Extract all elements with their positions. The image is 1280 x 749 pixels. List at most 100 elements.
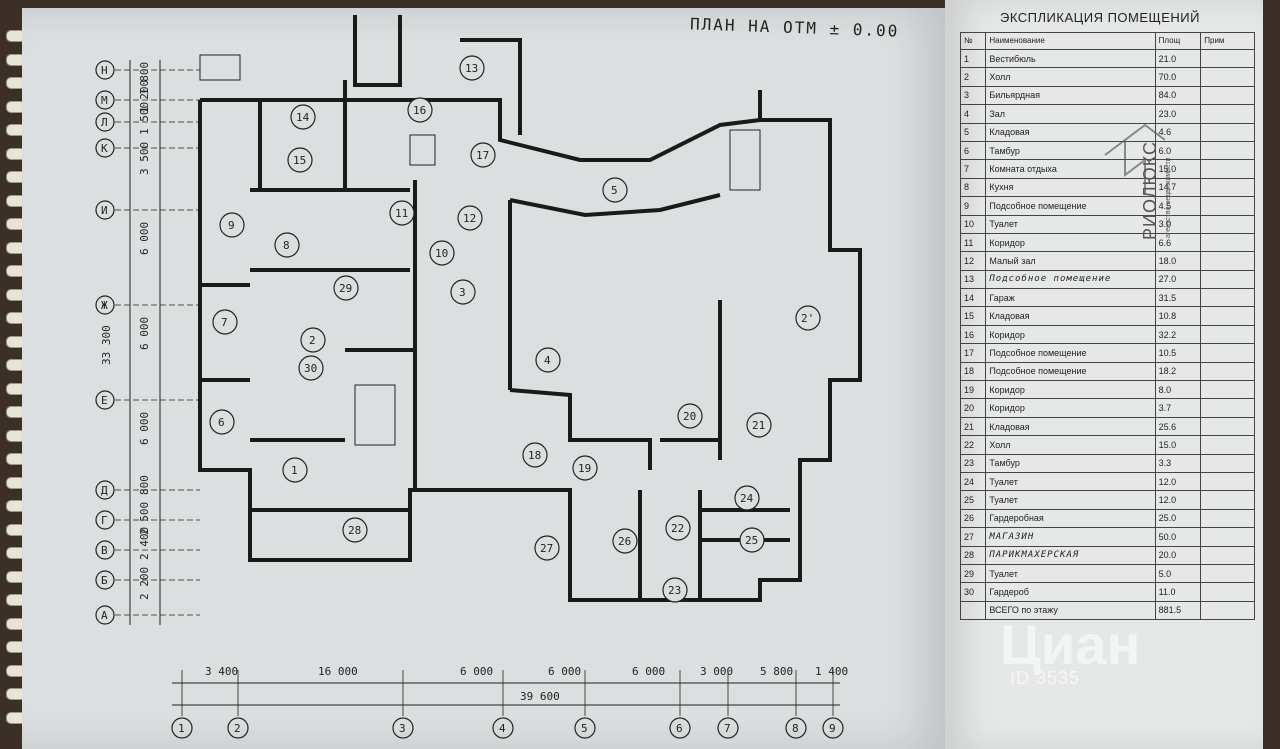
room-number-bubble <box>212 309 238 335</box>
row-dimension: 1 500 <box>138 102 151 135</box>
cell-no: 24 <box>959 471 987 492</box>
room-number: 23 <box>668 584 681 597</box>
cell-note <box>1200 563 1255 584</box>
room-number: 26 <box>618 535 631 548</box>
column-axis-label: 2 <box>234 722 241 735</box>
row-axis-label: И <box>101 204 108 217</box>
floor-plan-page <box>22 8 952 749</box>
cell-note <box>1200 490 1255 510</box>
column-axis-label: 8 <box>792 722 799 735</box>
cell-name: Гардеробная <box>985 508 1156 529</box>
room-number-bubble <box>662 577 688 603</box>
room-number: 27 <box>540 542 553 555</box>
cell-no: 28 <box>959 545 987 565</box>
header-note: Прим <box>1200 32 1255 50</box>
cell-no: 15 <box>959 306 987 326</box>
cell-note <box>1200 140 1255 161</box>
total-label: ВСЕГО по этажу <box>985 600 1156 621</box>
cell-name: Гараж <box>985 288 1156 308</box>
spiral-binding <box>6 30 28 740</box>
column-dimension: 3 000 <box>700 665 733 678</box>
room-number: 28 <box>348 524 361 537</box>
cell-no: 4 <box>959 104 987 124</box>
column-axis-label: 9 <box>829 722 836 735</box>
cell-name: Малый зал <box>985 251 1156 271</box>
cell-no: 26 <box>959 508 987 529</box>
cell-note <box>1200 306 1255 326</box>
cell-no: 23 <box>959 453 987 473</box>
column-dimension: 6 000 <box>460 665 493 678</box>
header-name: Наименование <box>985 32 1156 50</box>
cell-area: 12.0 <box>1154 471 1202 492</box>
cell-note <box>1200 508 1255 529</box>
header-no: № <box>959 32 987 50</box>
row-axis-label: Л <box>101 116 108 129</box>
room-number-bubble <box>450 279 476 305</box>
column-axis-label: 1 <box>178 722 185 735</box>
room-number-bubble <box>602 177 628 203</box>
column-dimension: 6 000 <box>632 665 665 678</box>
row-dimension: 2 500 <box>138 502 151 535</box>
cell-note <box>1200 435 1255 455</box>
cell-name: Холл <box>985 67 1156 87</box>
cell-name: Подсобное помещение <box>985 269 1156 290</box>
room-number: 17 <box>476 149 489 162</box>
cell-no: 11 <box>959 232 987 253</box>
explication-title: ЭКСПЛИКАЦИЯ ПОМЕЩЕНИЙ <box>1000 10 1200 25</box>
cell-no: 8 <box>959 177 987 198</box>
row-dimension: 6 000 <box>138 412 151 445</box>
column-axis-label: 5 <box>581 722 588 735</box>
row-dimension: 6 000 <box>138 222 151 255</box>
cell-note <box>1200 416 1255 437</box>
cell-note <box>1200 196 1255 216</box>
cell-note <box>1200 527 1255 547</box>
room-number-bubble <box>287 147 313 173</box>
cell-note <box>1200 324 1255 345</box>
row-axis-bubble <box>95 112 115 132</box>
cell-name: МАГАЗИН <box>985 527 1156 547</box>
row-axis-bubble <box>95 60 115 80</box>
column-axis-label: 3 <box>399 722 406 735</box>
room-number-bubble <box>342 517 368 543</box>
room-number: 6 <box>218 416 225 429</box>
cell-area: 5.0 <box>1154 563 1202 584</box>
row-dimension: 2 400 <box>138 527 151 560</box>
cell-no: 30 <box>959 582 987 602</box>
cell-area: 18.0 <box>1154 251 1202 271</box>
cell-no: 19 <box>959 380 987 400</box>
room-number: 2' <box>801 312 814 325</box>
cell-note <box>1200 85 1255 106</box>
total-row: ВСЕГО по этажу 881.5 <box>959 600 1255 621</box>
room-number-bubble <box>300 327 326 353</box>
room-number: 18 <box>528 449 541 462</box>
room-number: 8 <box>283 239 290 252</box>
column-dimension: 3 400 <box>205 665 238 678</box>
room-number-bubble <box>407 97 433 123</box>
row-axis-bubble <box>95 295 115 315</box>
cell-no: 29 <box>959 563 987 584</box>
cell-note <box>1200 232 1255 253</box>
cell-no: 14 <box>959 288 987 308</box>
listing-watermark: Циан <box>1000 613 1141 676</box>
row-axis-label: А <box>101 609 108 622</box>
room-number: 16 <box>413 104 426 117</box>
room-number: 15 <box>293 154 306 167</box>
room-number: 22 <box>671 522 684 535</box>
cell-note <box>1200 288 1255 308</box>
cell-no: 22 <box>959 435 987 455</box>
row-axis-bubble <box>95 480 115 500</box>
column-axis-bubble <box>392 717 414 739</box>
column-axis-bubble <box>669 717 691 739</box>
cell-name: Подсобное помещение <box>985 343 1156 363</box>
room-number: 14 <box>296 111 310 124</box>
cell-note <box>1200 104 1255 124</box>
cell-note <box>1200 214 1255 234</box>
column-axis-bubble <box>171 717 193 739</box>
